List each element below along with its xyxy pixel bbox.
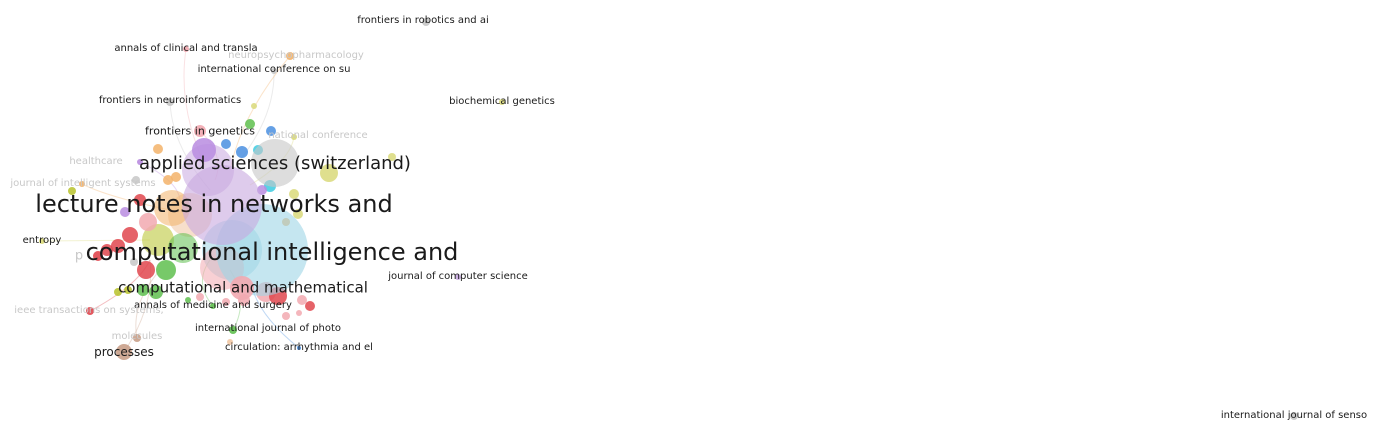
secondary-node[interactable]	[236, 146, 248, 158]
secondary-node[interactable]	[153, 144, 163, 154]
secondary-node[interactable]	[154, 190, 190, 226]
node-label-neuropsychopharmacology[interactable]: neuropsychopharmacology	[228, 50, 364, 61]
node-label-computational-mathematical[interactable]: computational and mathematical	[118, 278, 368, 297]
node-lecture-notes[interactable]	[182, 165, 262, 245]
node-label-entropy[interactable]: entropy	[22, 235, 62, 246]
node-label-lecture-notes[interactable]: lecture notes in networks and	[35, 190, 393, 218]
secondary-node[interactable]	[297, 295, 307, 305]
node-ieee-transactions-systems[interactable]	[86, 307, 94, 315]
node-label-national-conference[interactable]: national conference	[268, 130, 368, 141]
node-annals-clinical[interactable]	[183, 46, 189, 52]
node-label-frontiers-neuroinformatics[interactable]: frontiers in neuroinformatics	[98, 95, 242, 106]
link-molecules	[135, 269, 161, 339]
secondary-node[interactable]	[139, 213, 157, 231]
node-annals-medicine-surgery[interactable]	[210, 303, 216, 309]
secondary-node[interactable]	[171, 172, 181, 182]
node-label-frontiers-genetics[interactable]: frontiers in genetics	[145, 124, 255, 138]
node-frontiers-genetics[interactable]	[194, 125, 206, 137]
secondary-node[interactable]	[101, 244, 113, 256]
node-label-intl-conference-su[interactable]: international conference on su	[197, 64, 351, 75]
secondary-node[interactable]	[68, 187, 76, 195]
secondary-node[interactable]	[111, 239, 125, 253]
node-intl-journal-photo[interactable]	[229, 326, 237, 334]
node-intl-conference-su[interactable]	[271, 68, 277, 74]
node-molecules[interactable]	[133, 334, 141, 342]
node-healthcare[interactable]	[137, 159, 143, 165]
node-journal-intelligent-systems[interactable]	[79, 181, 85, 187]
secondary-node[interactable]	[266, 126, 276, 136]
node-label-frontiers-robotics[interactable]: frontiers in robotics and ai	[357, 15, 489, 26]
node-layer	[39, 18, 1298, 420]
secondary-node[interactable]	[222, 298, 230, 306]
secondary-node[interactable]	[156, 260, 176, 280]
node-label-annals-medicine-surgery[interactable]: annals of medicine and surgery	[134, 300, 292, 311]
node-p-partial[interactable]	[93, 251, 103, 261]
secondary-node[interactable]	[293, 209, 303, 219]
node-label-journal-intelligent-systems[interactable]: journal of intelligent systems	[10, 178, 156, 189]
node-entropy[interactable]	[39, 238, 45, 244]
secondary-node[interactable]	[168, 233, 198, 263]
secondary-node[interactable]	[245, 119, 255, 129]
node-journal-computer-science[interactable]	[455, 274, 461, 280]
secondary-node[interactable]	[149, 285, 163, 299]
secondary-node[interactable]	[192, 138, 216, 162]
node-label-p-partial[interactable]: p	[74, 248, 84, 264]
secondary-node[interactable]	[120, 207, 130, 217]
node-label-annals-clinical[interactable]: annals of clinical and transla	[114, 43, 258, 54]
secondary-node[interactable]	[130, 258, 138, 266]
node-label-intl-journal-senso[interactable]: international journal of senso	[1220, 410, 1368, 421]
node-circulation-arrhythmia[interactable]	[297, 346, 301, 350]
secondary-node[interactable]	[163, 175, 173, 185]
node-label-journal-computer-science[interactable]: journal of computer science	[388, 271, 528, 282]
secondary-node[interactable]	[137, 284, 149, 296]
node-label-applied-sciences[interactable]: applied sciences (switzerland)	[139, 153, 411, 174]
node-label-processes[interactable]: processes	[94, 345, 154, 359]
secondary-node[interactable]	[251, 103, 257, 109]
secondary-node[interactable]	[289, 189, 299, 199]
node-intl-journal-senso[interactable]	[1290, 412, 1298, 420]
secondary-node[interactable]	[196, 293, 204, 301]
node-frontiers-neuroinformatics[interactable]	[166, 98, 174, 106]
secondary-node[interactable]	[227, 339, 233, 345]
node-label-molecules[interactable]: molecules	[111, 331, 163, 342]
secondary-node[interactable]	[296, 310, 302, 316]
node-label-computational-intelligence[interactable]: computational intelligence and	[85, 238, 459, 266]
secondary-node[interactable]	[132, 176, 140, 184]
secondary-node[interactable]	[142, 224, 174, 256]
secondary-node[interactable]	[305, 301, 315, 311]
secondary-node[interactable]	[124, 286, 132, 294]
secondary-node[interactable]	[185, 297, 191, 303]
node-computational-mathematical[interactable]	[230, 276, 254, 300]
secondary-node[interactable]	[282, 312, 290, 320]
secondary-node[interactable]	[221, 139, 231, 149]
node-label-healthcare[interactable]: healthcare	[69, 156, 123, 167]
secondary-node[interactable]	[388, 153, 396, 161]
node-label-circulation-arrhythmia[interactable]: circulation: arrhythmia and el	[225, 342, 373, 353]
secondary-node[interactable]	[320, 164, 338, 182]
secondary-node[interactable]	[114, 288, 122, 296]
node-frontiers-robotics[interactable]	[422, 18, 430, 26]
secondary-node[interactable]	[137, 261, 155, 279]
node-biochemical-genetics[interactable]	[499, 99, 505, 105]
secondary-node[interactable]	[134, 194, 146, 206]
node-applied-sciences[interactable]	[251, 139, 299, 187]
secondary-node[interactable]	[122, 227, 138, 243]
node-processes[interactable]	[116, 344, 132, 360]
node-national-conference[interactable]	[291, 134, 297, 140]
link-neuropsychopharmacology	[229, 55, 291, 171]
node-neuropsychopharmacology[interactable]	[286, 52, 294, 60]
node-label-ieee-transactions-systems[interactable]: ieee transactions on systems,	[14, 305, 164, 316]
node-label-biochemical-genetics[interactable]: biochemical genetics	[449, 96, 555, 107]
node-label-intl-journal-photo[interactable]: international journal of photo	[194, 323, 342, 334]
